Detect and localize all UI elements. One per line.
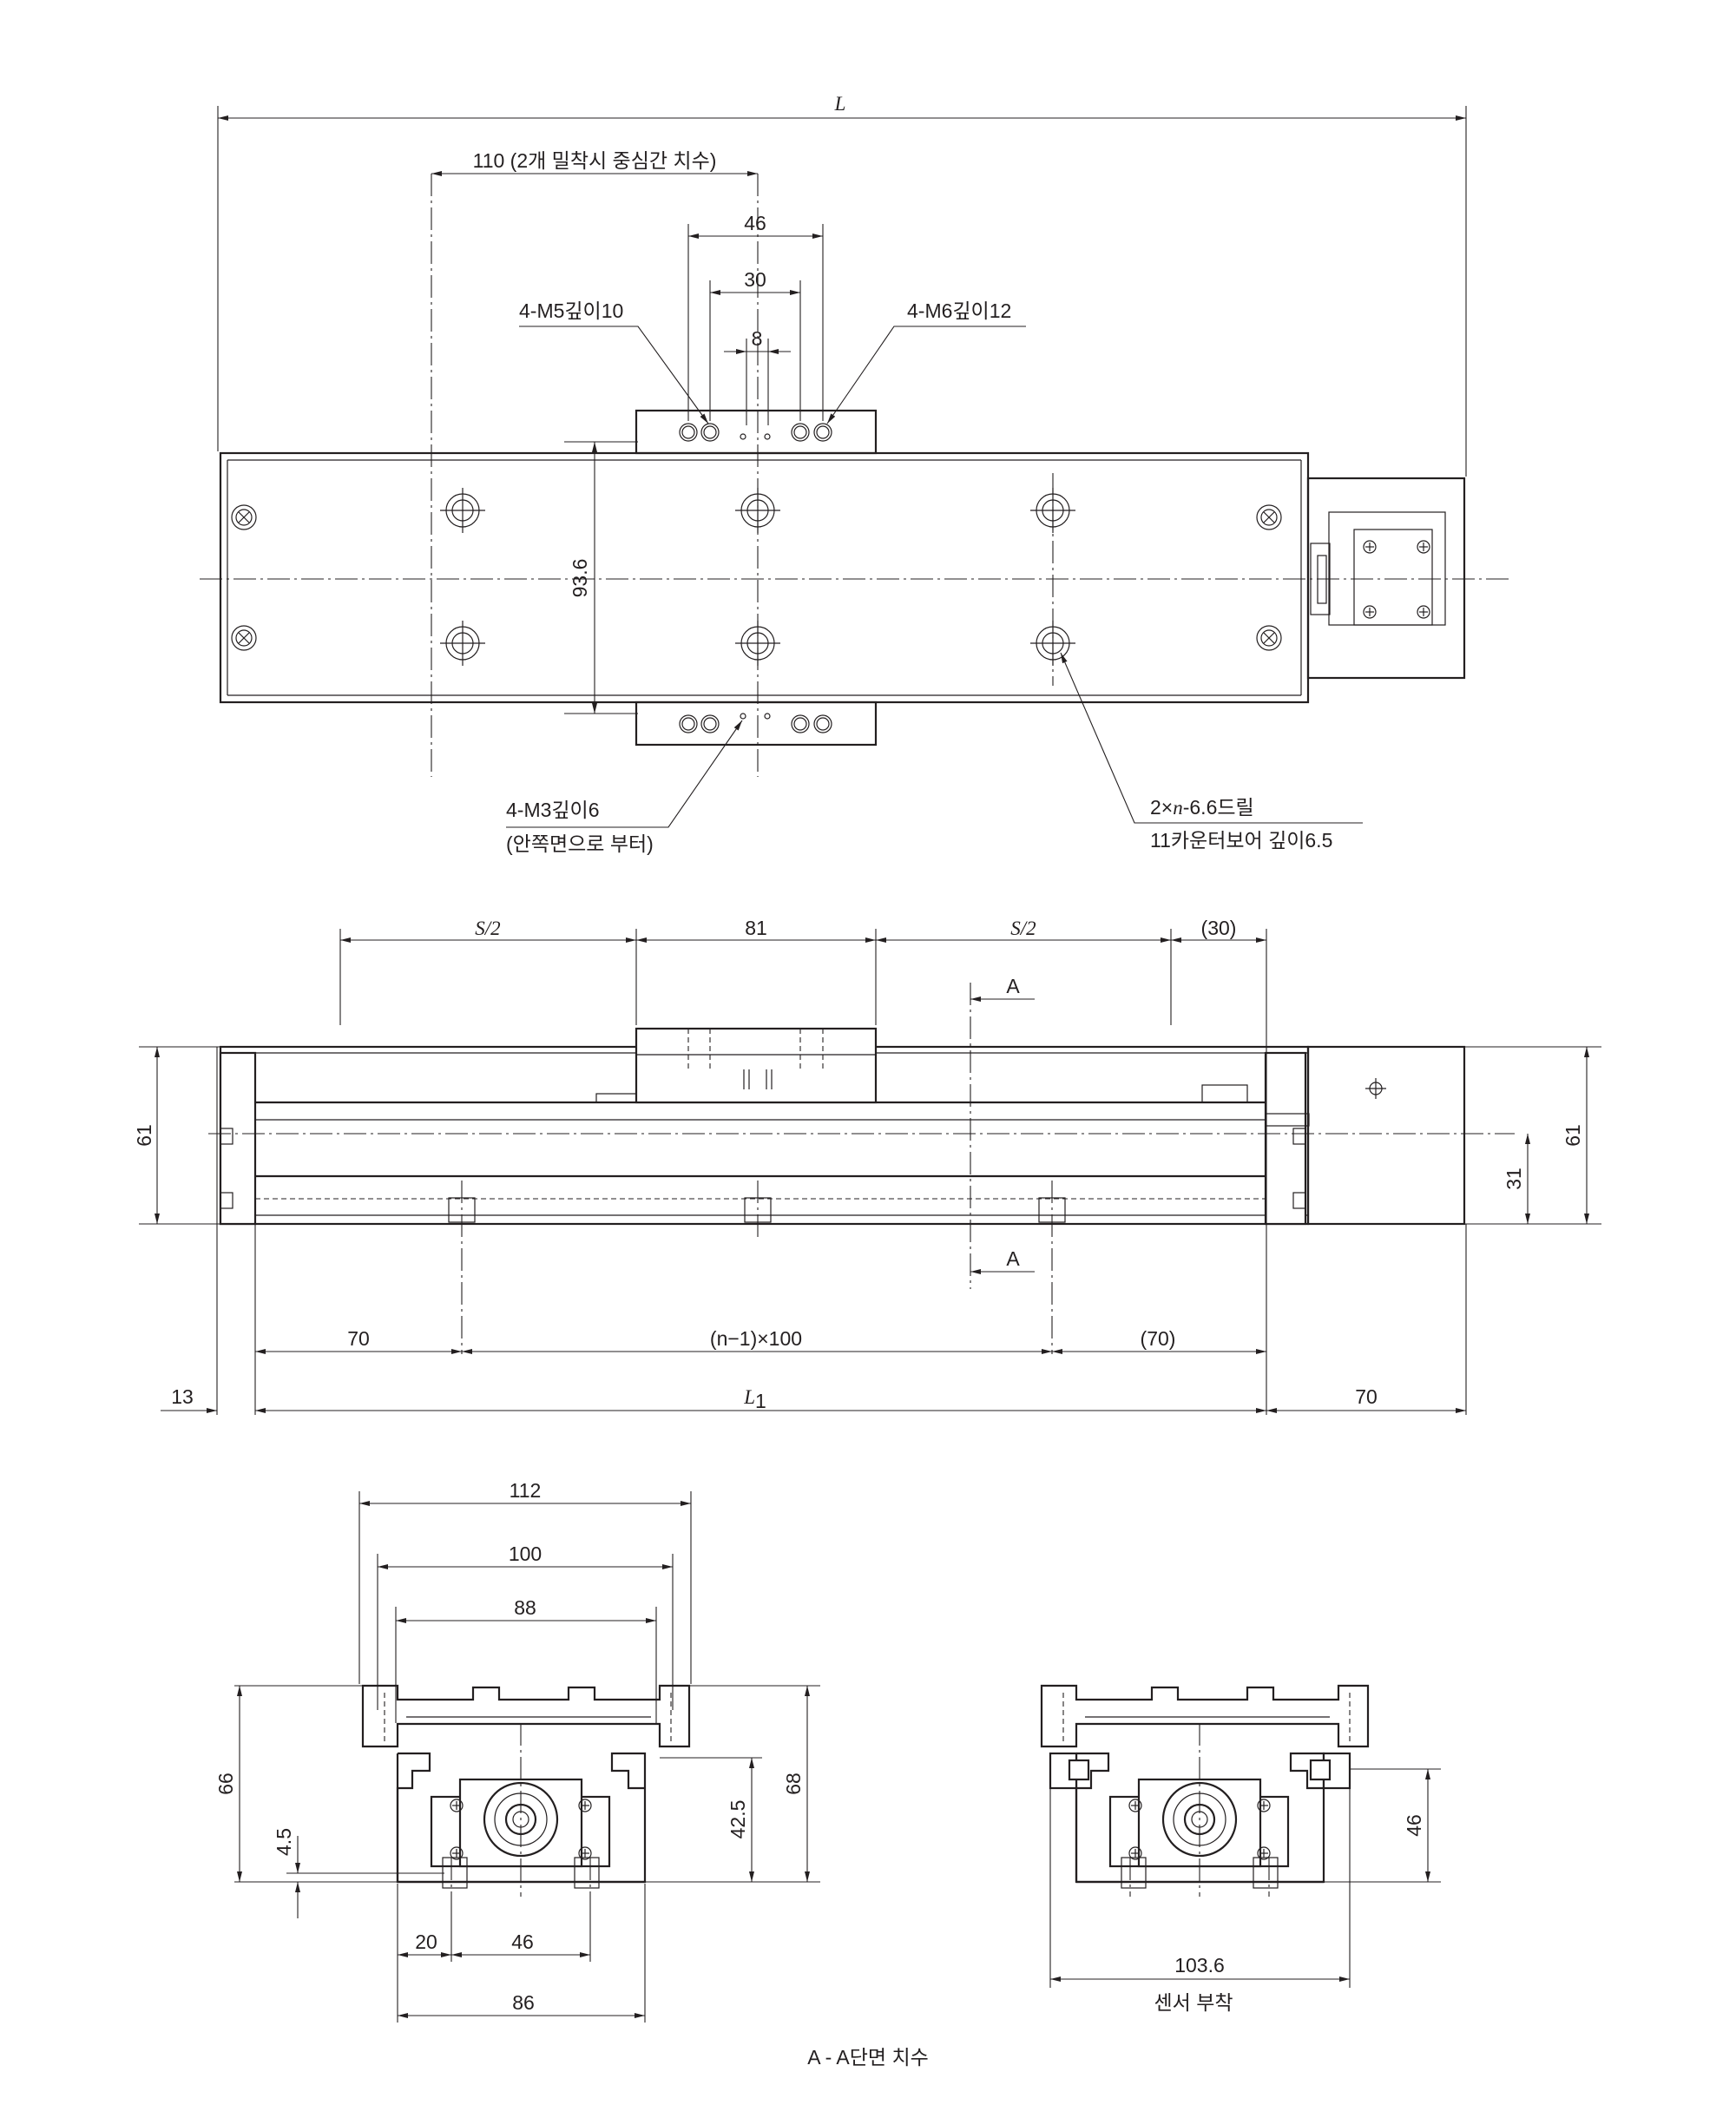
label-drill-line1: 2×n-6.6드릴 [1150,796,1254,819]
label-81: 81 [745,917,767,939]
label-70-left: 70 [347,1327,370,1350]
label-46: 46 [744,212,766,234]
motor-end-cap [1306,477,1466,680]
sensor-mount-view: 46 103.6 센서 부착 [1040,1684,1441,2014]
label-30-paren: (30) [1201,917,1237,939]
drill-times: × [1161,796,1173,819]
label-100: 100 [509,1542,542,1565]
label-70-right: 70 [1355,1385,1378,1408]
label-46-sensor: 46 [1403,1814,1425,1837]
label-m6: 4-M6깊이12 [907,299,1011,322]
label-20: 20 [415,1931,437,1953]
section-caption: A - A단면 치수 [807,2046,929,2069]
label-31: 31 [1503,1168,1525,1190]
label-93-6: 93.6 [569,559,591,598]
label-8: 8 [752,327,763,350]
label-88: 88 [514,1596,536,1619]
label-L1-main: L [743,1386,755,1408]
label-103-6: 103.6 [1174,1954,1225,1977]
section-marker-a-bottom: A [1006,1247,1020,1270]
top-view: L 110 (2개 밀착시 중심간 치수) 46 30 8 4-M5깊이10 4… [200,93,1510,855]
label-86: 86 [512,1991,535,2014]
label-66: 66 [214,1773,237,1795]
label-s2-left: S/2 [475,918,500,939]
actuator-body-top [219,451,1310,704]
label-L1-sub: 1 [755,1390,766,1412]
label-70-paren: (70) [1141,1327,1176,1350]
label-13: 13 [171,1385,194,1408]
sensor-caption: 센서 부착 [1154,1991,1233,2014]
slider-block-top [635,409,878,455]
label-61-right: 61 [1562,1124,1584,1147]
label-61-left: 61 [133,1124,155,1147]
label-4-5: 4.5 [273,1828,295,1856]
section-marker-a-top: A [1006,975,1020,997]
label-s2-right: S/2 [1010,918,1036,939]
label-pitch-110: 110 (2개 밀착시 중심간 치수) [473,149,717,172]
drill-size: -6.6드릴 [1183,796,1254,819]
label-68: 68 [782,1773,805,1795]
label-L1: L1 [743,1386,766,1412]
label-m3-line1: 4-M3깊이6 [506,799,600,821]
section-view-a-a: 112 100 88 66 4.5 42.5 68 20 46 86 A - A… [214,1479,929,2069]
label-42-5: 42.5 [727,1800,749,1839]
label-pitch-n: (n−1)×100 [710,1327,802,1350]
label-drill-line2: 11카운터보어 깊이6.5 [1150,829,1332,852]
drill-count: 2 [1150,796,1161,819]
label-112: 112 [510,1479,542,1502]
side-view: S/2 81 S/2 (30) A A 61 61 31 70 (n−1)×10… [133,917,1601,1415]
label-30: 30 [744,268,766,291]
label-L: L [834,93,846,115]
slider-side [635,1027,878,1104]
label-46-section: 46 [511,1931,534,1953]
motor-housing-side [1306,1045,1466,1226]
label-m5: 4-M5깊이10 [519,299,623,322]
slider-block-bottom [635,701,878,747]
drill-n: n [1173,797,1183,819]
label-m3-line2: (안쪽면으로 부터) [506,832,654,855]
